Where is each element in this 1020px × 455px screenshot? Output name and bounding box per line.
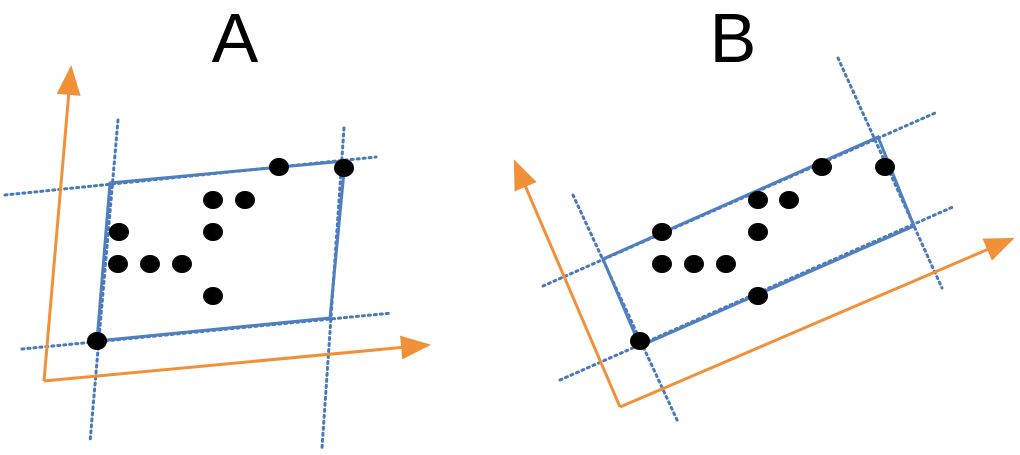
data-point (779, 191, 799, 209)
data-point (684, 255, 704, 273)
data-point (716, 255, 736, 273)
data-point (203, 223, 223, 241)
panel-b-bounding-box (601, 135, 916, 348)
data-point (269, 158, 289, 176)
panel-b-x-axis-arrow (619, 237, 1015, 409)
data-point (812, 158, 832, 176)
panel-b-axes (513, 159, 1015, 409)
panel-a-points (87, 158, 354, 350)
data-point (334, 159, 354, 177)
data-point (172, 255, 192, 273)
data-point (652, 255, 672, 273)
data-point (630, 332, 650, 350)
data-point (108, 255, 128, 273)
panel-a-axes (42, 65, 431, 383)
panel-a: A (3, 0, 431, 450)
data-point (235, 191, 255, 209)
data-point (140, 255, 160, 273)
guide-line-right (320, 126, 346, 450)
panel-b-label: B (710, 0, 757, 77)
data-point (748, 223, 768, 241)
data-point (748, 191, 768, 209)
data-point (652, 223, 672, 241)
panel-a-label: A (212, 0, 259, 77)
data-point (203, 287, 223, 305)
panel-b-points (630, 158, 895, 350)
panel-a-x-axis-arrow (43, 335, 431, 383)
panel-b-guides (541, 56, 957, 424)
panel-b-y-axis-arrow (513, 159, 622, 408)
data-point (109, 223, 129, 241)
panel-a-y-axis-arrow (42, 65, 81, 382)
guide-line-left (88, 118, 120, 444)
panel-a-bounding-box (95, 159, 347, 343)
data-point (875, 158, 895, 176)
data-point (203, 191, 223, 209)
data-point (87, 332, 107, 350)
panel-b: B (513, 0, 1015, 424)
data-point (748, 287, 768, 305)
